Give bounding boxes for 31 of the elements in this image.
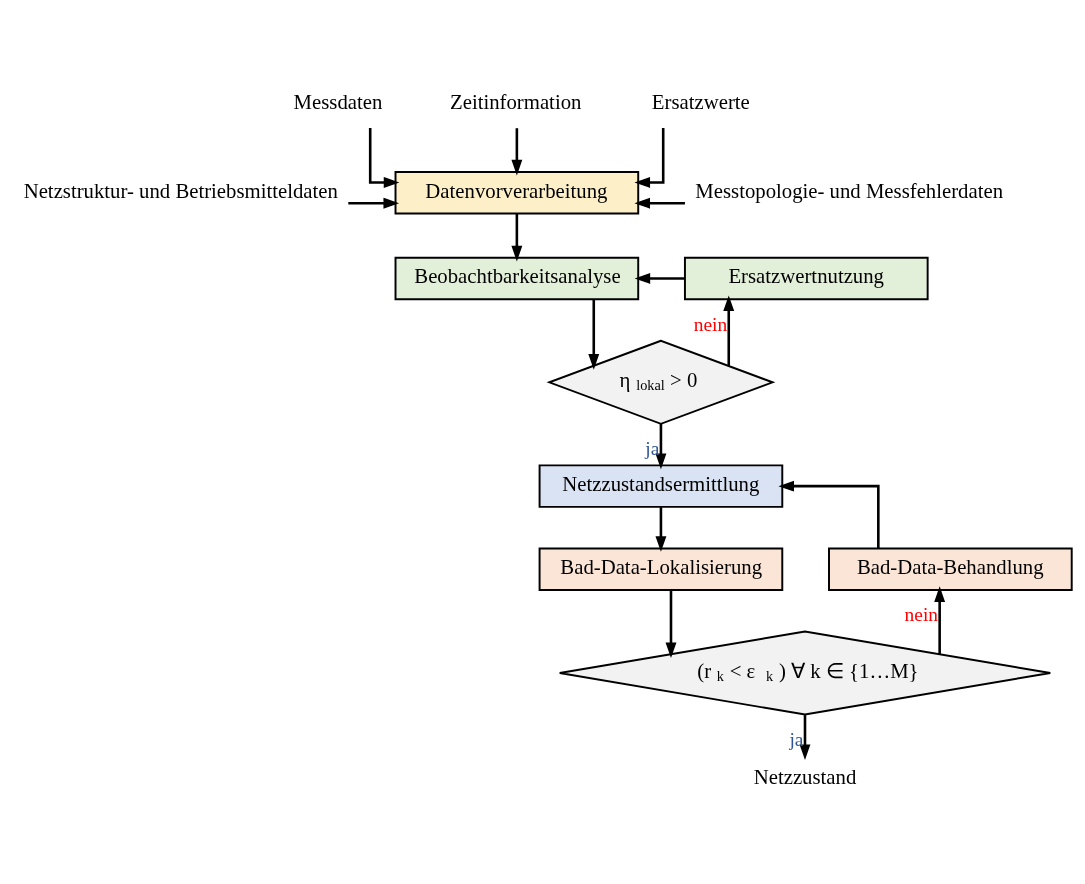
edge-label: ja bbox=[645, 438, 660, 459]
arrow bbox=[634, 197, 685, 209]
arrow bbox=[655, 507, 667, 552]
arrow bbox=[348, 197, 400, 209]
arrow bbox=[511, 214, 523, 262]
arrow bbox=[588, 299, 600, 370]
arrow bbox=[655, 423, 667, 470]
node-text: Messtopologie- und Messfehlerdaten bbox=[695, 179, 1004, 202]
node-text: Netzzustand bbox=[753, 766, 857, 789]
arrow bbox=[634, 273, 685, 284]
node-text: Zeitinformation bbox=[450, 91, 582, 114]
node-text: Ersatzwerte bbox=[651, 91, 750, 114]
node-box: Ersatzwertnutzung bbox=[683, 256, 929, 301]
arrow bbox=[799, 715, 811, 760]
edge-label: nein bbox=[904, 603, 939, 625]
arrow bbox=[634, 127, 665, 188]
arrow bbox=[723, 295, 735, 366]
arrow bbox=[368, 127, 400, 188]
arrow bbox=[934, 586, 946, 654]
arrow bbox=[511, 128, 523, 176]
node-box: Netzzustandsermittlung bbox=[538, 464, 784, 508]
arrow bbox=[665, 590, 677, 659]
node-text: Messdaten bbox=[293, 91, 383, 114]
node-box: Bad-Data-Lokalisierung bbox=[538, 547, 784, 591]
node-box: Datenvorverarbeitung bbox=[394, 171, 640, 215]
arrow bbox=[778, 480, 880, 549]
node-box: Bad-Data-Behandlung bbox=[828, 547, 1073, 591]
node-text: Netzstruktur- und Betriebsmitteldaten bbox=[23, 179, 338, 202]
node-box: Beobachtbarkeitsanalyse bbox=[394, 256, 640, 301]
edge-label: nein bbox=[693, 314, 728, 336]
edge-label: ja bbox=[789, 728, 804, 750]
